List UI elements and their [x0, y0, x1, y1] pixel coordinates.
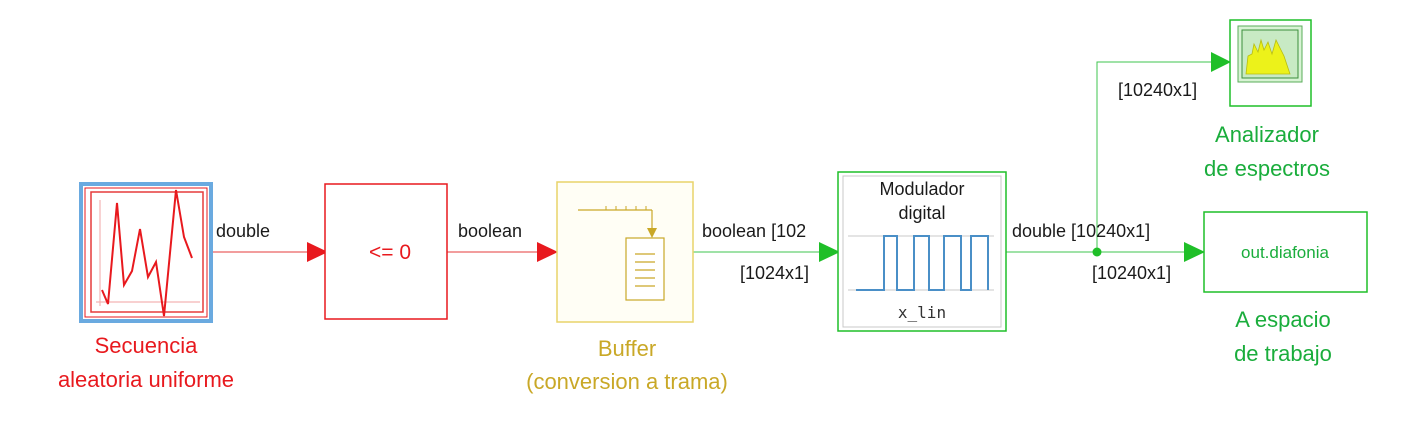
modulator-title: digital: [898, 203, 945, 223]
buffer-stack-icon: [578, 206, 665, 301]
workspace-variable-name: out.diafonia: [1241, 243, 1329, 262]
signal-dimension-label: [10240x1]: [1092, 263, 1171, 283]
arrowhead-icon: [537, 242, 558, 262]
signal-label: double: [216, 221, 270, 241]
to-workspace-block[interactable]: out.diafonia: [1203, 211, 1368, 293]
signal-dimension-label: [1024x1]: [740, 263, 809, 283]
arrowhead-icon: [1211, 52, 1231, 72]
signal-line-branch[interactable]: [1096, 61, 1214, 252]
block-label: Secuencia: [95, 333, 199, 358]
compare-to-zero-block[interactable]: <= 0: [324, 183, 448, 320]
random-source-block[interactable]: [79, 182, 213, 323]
arrowhead-icon: [1184, 242, 1205, 262]
block-frame: [556, 181, 694, 323]
block-label: de espectros: [1204, 156, 1330, 181]
square-wave-icon: [848, 235, 994, 291]
block-label: Analizador: [1215, 122, 1319, 147]
spectrum-analyzer-block[interactable]: [1229, 19, 1312, 107]
inner-frame: [842, 175, 1002, 328]
signal-label: boolean [102: [702, 221, 806, 241]
spectrum-analyzer-icon: [1237, 25, 1303, 83]
block-frame: [324, 183, 448, 320]
modulator-output-name: x_lin: [898, 303, 946, 322]
block-label: Buffer: [598, 336, 656, 361]
buffer-block[interactable]: [556, 181, 694, 323]
arrowhead-icon: [819, 242, 840, 262]
signal-label: double [10240x1]: [1012, 221, 1150, 241]
signal-dimension-label: [10240x1]: [1118, 80, 1197, 100]
block-label: de trabajo: [1234, 341, 1332, 366]
branch-point: [1092, 247, 1102, 257]
modulator-title: Modulador: [879, 179, 964, 199]
block-label: (conversion a trama): [526, 369, 728, 394]
random-signal-icon: [90, 189, 204, 317]
block-frame: [1203, 211, 1368, 293]
block-label: aleatoria uniforme: [58, 367, 234, 392]
signal-lines: [210, 52, 1231, 262]
digital-modulator-block[interactable]: Modulador digital x_lin: [837, 171, 1007, 332]
arrowhead-icon: [307, 242, 328, 262]
block-label: A espacio: [1235, 307, 1330, 332]
selection-outline: [79, 182, 213, 323]
compare-operator: <= 0: [369, 241, 411, 264]
signal-label: boolean: [458, 221, 522, 241]
